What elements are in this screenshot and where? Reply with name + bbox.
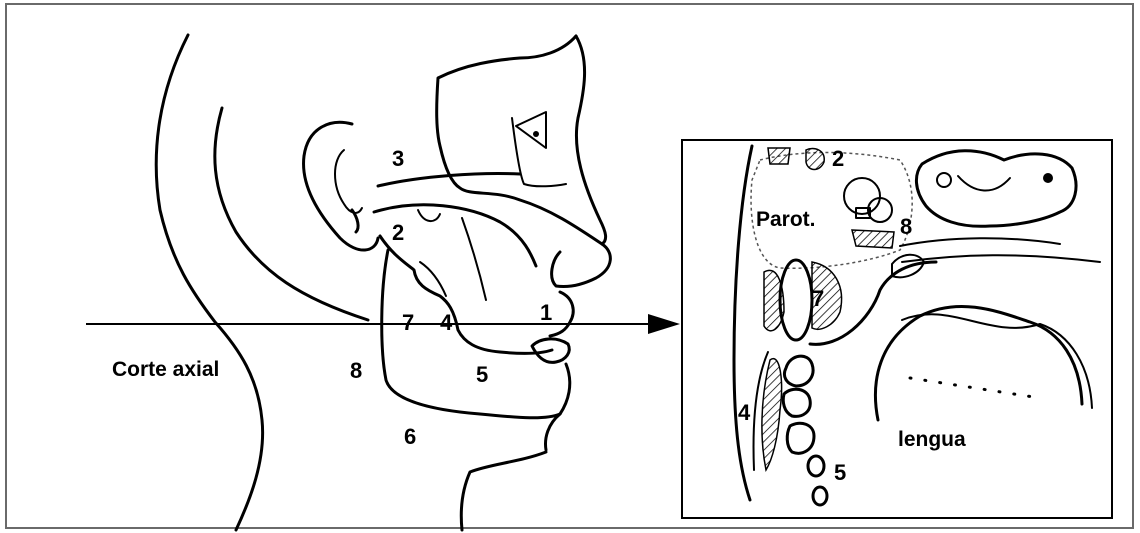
forehead-top [576,36,606,244]
upper-lip [550,292,573,336]
ear [304,122,378,250]
label-inset-8: 8 [900,214,912,239]
arrow-head [648,314,680,334]
face-profile [156,35,610,530]
zygoma-line [378,174,520,187]
back-of-neck-line [156,35,262,530]
hatch-top-1 [768,148,790,164]
eye-pupil [533,131,539,137]
throat-line [461,452,546,530]
maxilla-dot-right [1043,173,1053,183]
mandible-ramus [380,236,552,353]
label-inset-2: 2 [832,146,844,171]
label-inset-4: 4 [738,400,751,425]
label-face-1: 1 [540,300,552,325]
hatch-top-2 [806,149,824,170]
mandible-notch [420,262,446,296]
label-face-3: 3 [392,146,404,171]
hatch-parotid-low [852,230,894,248]
label-face-4: 4 [440,310,453,335]
label-face-5: 5 [476,362,488,387]
label-face-2: 2 [392,220,404,245]
chin [546,364,570,450]
eye [516,112,546,148]
label-corte-axial: Corte axial [112,358,219,381]
label-face-7: 7 [402,310,414,335]
label-inset-5: 5 [834,460,846,485]
label-inset-parot: Parot. [756,208,816,231]
label-face-6: 6 [404,424,416,449]
coronoid-line [462,218,486,300]
cheek-line [215,108,368,320]
axial-section-inset [682,140,1112,518]
label-inset-lengua: lengua [898,428,966,451]
label-inset-7: 7 [812,286,824,311]
condyle-line [418,210,440,221]
ear-inner [335,150,362,213]
label-face-8: 8 [350,358,362,383]
